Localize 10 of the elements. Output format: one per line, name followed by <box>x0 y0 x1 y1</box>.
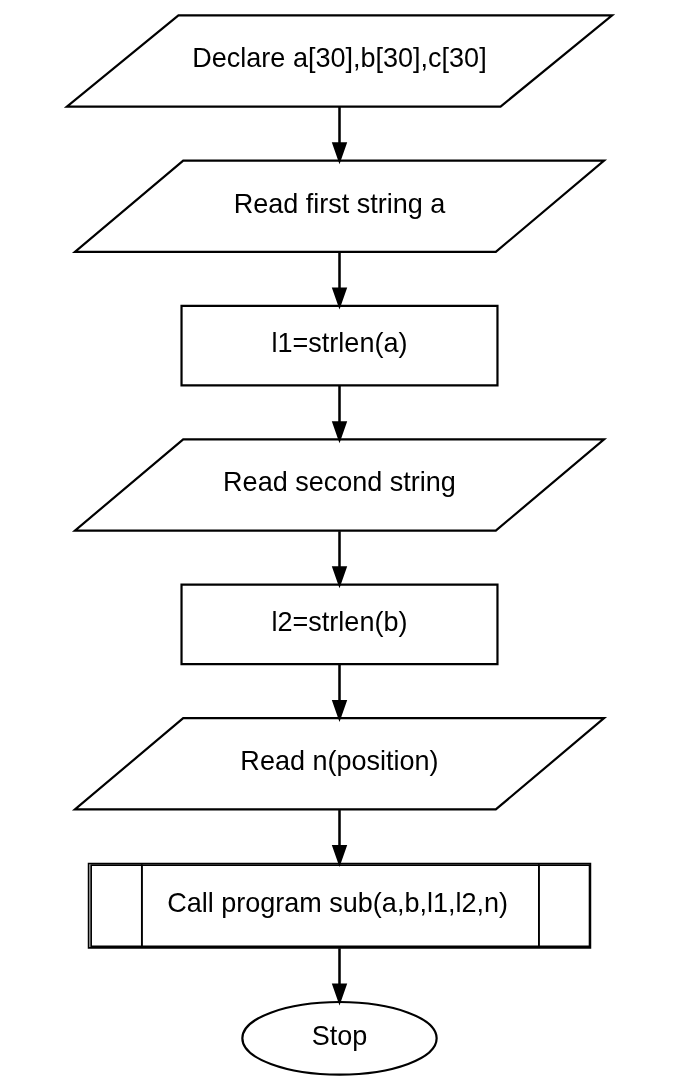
arrow <box>331 252 347 310</box>
arrow <box>331 948 347 1006</box>
arrow <box>331 810 347 868</box>
arrow <box>331 531 347 589</box>
arrow <box>331 664 347 722</box>
arrow <box>331 106 347 165</box>
node-ellipse: Stop <box>240 1000 438 1076</box>
arrow <box>331 385 347 444</box>
node-box: l2=strlen(b) <box>179 583 499 666</box>
node-box: l1=strlen(a) <box>179 304 499 387</box>
